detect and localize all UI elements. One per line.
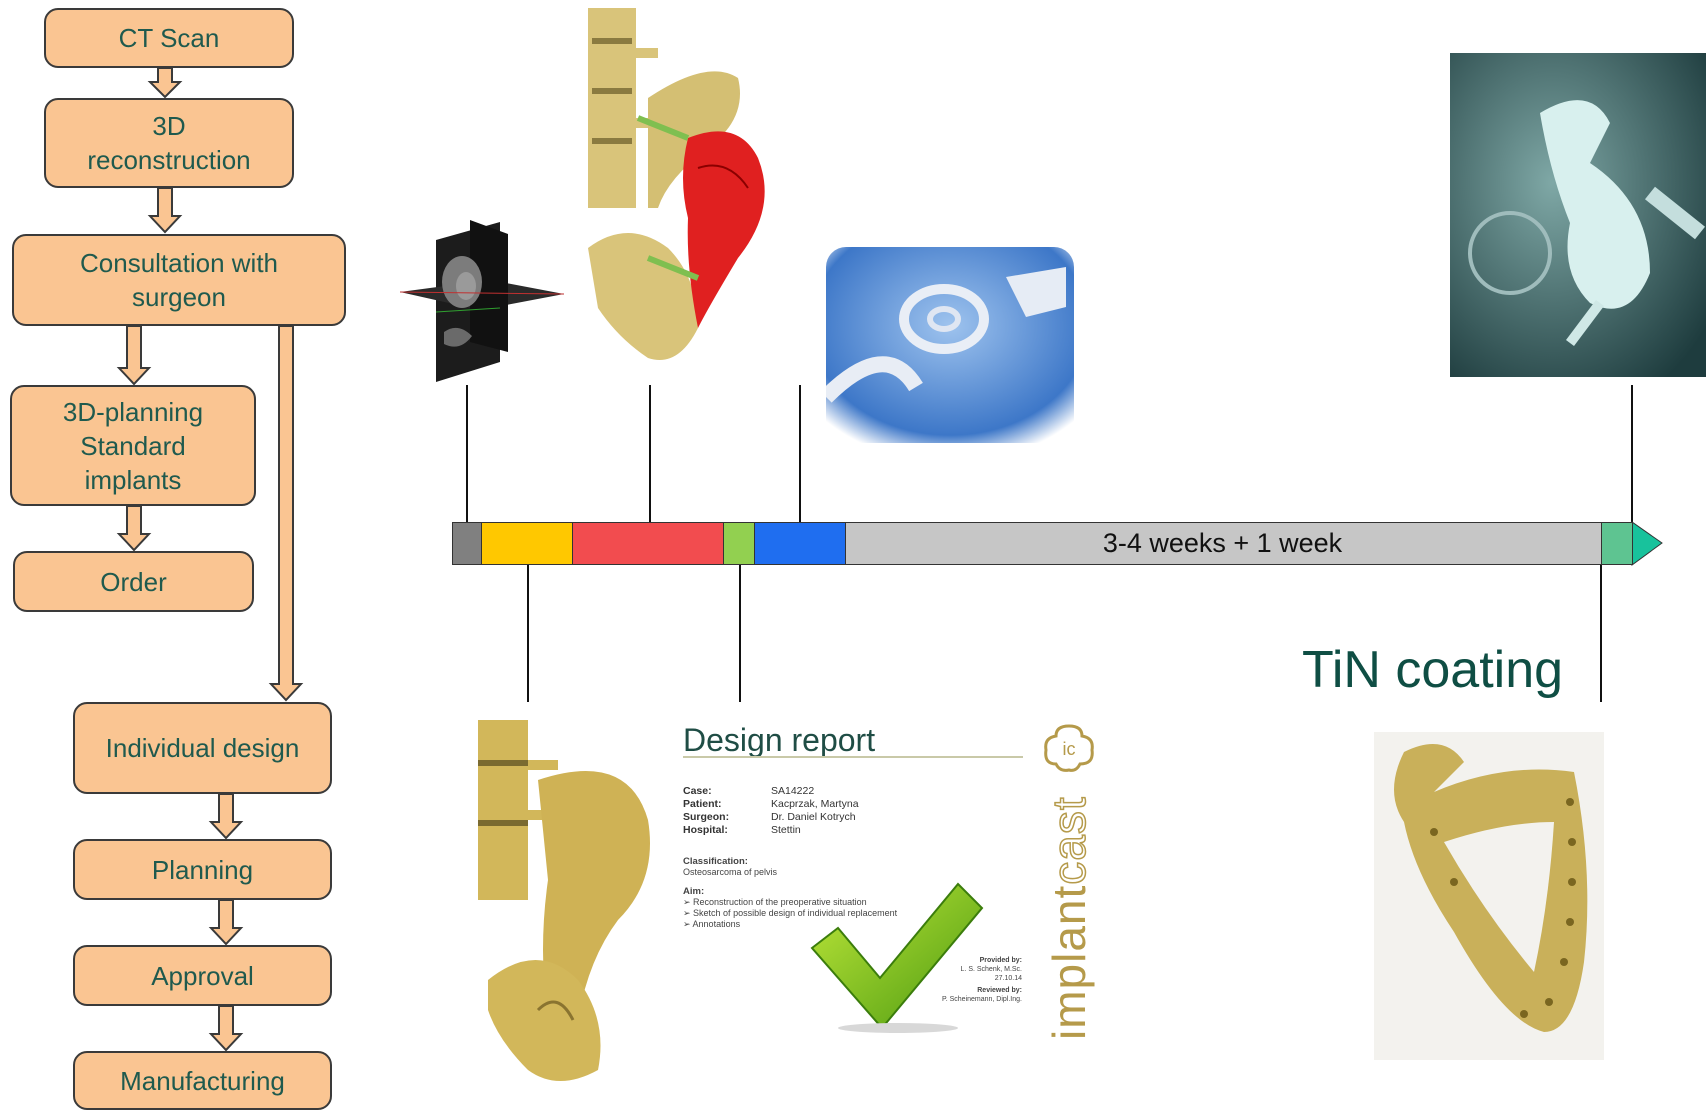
flow-arrow [268, 325, 304, 702]
flow-arrow [116, 325, 152, 386]
pelvis-model-image [478, 720, 650, 1081]
order-box: Order [13, 551, 254, 612]
porous-surface-image [826, 247, 1074, 443]
planning-label: Planning [151, 854, 254, 885]
3d-reconstruction-line2: reconstruction [87, 145, 251, 175]
report-info-table: Case:SA14222 Patient:Kacprzak, Martyna S… [683, 785, 859, 837]
tin-coating-label: TiN coating [1302, 641, 1564, 699]
flow-arrow [208, 1005, 244, 1052]
duration-label: 3-4 weeks + 1 week [1102, 528, 1343, 558]
timeline-segment-teal [1601, 522, 1633, 565]
individual-design-box: Individual design [73, 702, 332, 794]
timeline-segment-yellow [481, 522, 573, 565]
timeline-segment-blue [754, 522, 846, 565]
3d-planning-line2: Standard [80, 430, 186, 461]
report-row: Patient:Kacprzak, Martyna [683, 798, 859, 810]
flow-arrow [208, 793, 244, 840]
report-title: Design report [683, 722, 876, 758]
timeline-segment-duration [845, 522, 1602, 565]
implantcast-logo: implantcast [1042, 796, 1096, 1040]
report-provided-by: Provided by: L. S. Schenk, M.Sc. 27.10.1… [960, 957, 1022, 982]
xray-image [1450, 53, 1706, 377]
checkmark-icon [810, 882, 984, 1033]
report-classification: Classification: Osteosarcoma of pelvis [683, 856, 778, 877]
3d-planning-line1: 3D-planning [62, 396, 204, 427]
order-label: Order [100, 566, 167, 597]
ct-scan-label: CT Scan [118, 23, 220, 53]
manufacturing-box: Manufacturing [73, 1051, 332, 1110]
report-divider [683, 756, 1023, 758]
report-reviewed-by: Reviewed by: P. Scheinemann, Dipl.Ing. [941, 987, 1022, 1003]
individual-design-label: Individual design [105, 733, 300, 763]
3d-planning-box: 3D-planning Standard implants [10, 385, 256, 506]
flow-arrow [147, 67, 183, 99]
tin-coated-implant-image [1374, 732, 1604, 1060]
flow-arrow [116, 505, 152, 552]
timeline-segment-green [723, 522, 755, 565]
flow-arrow [208, 899, 244, 946]
ct-slices-image [400, 220, 565, 382]
report-row: Surgeon:Dr. Daniel Kotrych [683, 811, 856, 823]
svg-text:ic: ic [1063, 739, 1076, 759]
timeline-segment-gray [452, 522, 482, 565]
approval-box: Approval [73, 945, 332, 1006]
flow-arrow [147, 187, 183, 234]
planning-box: Planning [73, 839, 332, 900]
timeline-arrowhead [1631, 521, 1663, 566]
report-aim: Aim: ➢ Reconstruction of the preoperativ… [683, 886, 898, 929]
pelvis-reconstruction-image [588, 8, 765, 360]
consultation-box: Consultation with surgeon [12, 234, 346, 326]
consultation-line1: Consultation with [80, 248, 278, 278]
consultation-line2: surgeon [132, 282, 226, 312]
timeline-segment-red [572, 522, 724, 565]
approval-label: Approval [151, 960, 254, 991]
report-row: Hospital:Stettin [683, 824, 801, 836]
manufacturing-label: Manufacturing [120, 1065, 285, 1096]
3d-reconstruction-box: 3D reconstruction [44, 98, 294, 188]
ic-logo-icon: ic [1044, 724, 1094, 772]
report-row: Case:SA14222 [683, 785, 815, 797]
ct-scan-box: CT Scan [44, 8, 294, 68]
3d-planning-line3: implants [84, 464, 182, 495]
3d-reconstruction-line1: 3D [152, 111, 186, 141]
